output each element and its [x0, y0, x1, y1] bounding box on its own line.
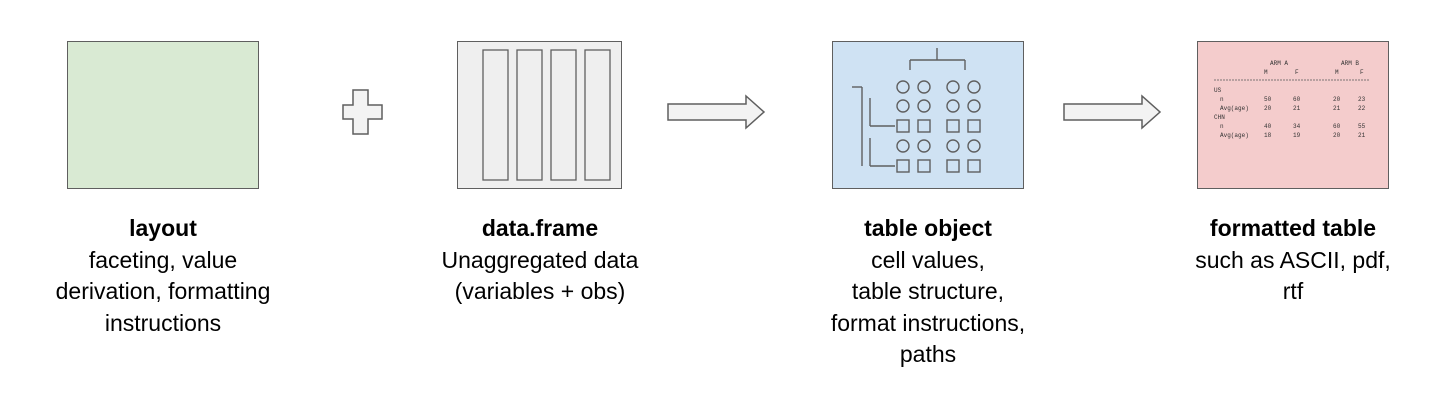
layout-box	[67, 41, 259, 189]
layout-line-1: faceting, value	[88, 246, 238, 273]
table-object-line-3: format instructions,	[830, 309, 1026, 336]
dataframe-caption: data.frame Unaggregated data (variables …	[400, 213, 680, 308]
layout-line-2: derivation, formatting	[55, 278, 271, 304]
formatted-table-caption: formatted table such as ASCII, pdf, rtf	[1153, 213, 1433, 308]
formatted-table-line-2: rtf	[1282, 278, 1304, 304]
table-object-line-1: cell values,	[871, 246, 985, 273]
table-object-line-4: paths	[899, 341, 957, 367]
dataframe-title: data.frame	[481, 215, 599, 241]
layout-caption: layout faceting, value derivation, forma…	[23, 213, 303, 339]
formatted-table-box	[1197, 41, 1389, 189]
layout-title: layout	[129, 215, 197, 241]
formatted-table-line-1: such as ASCII, pdf,	[1195, 246, 1391, 273]
table-object-title: table object	[864, 215, 992, 241]
table-object-caption: table object cell values, table structur…	[788, 213, 1068, 371]
dataframe-line-2: (variables + obs)	[454, 278, 626, 304]
table-object-line-2: table structure,	[851, 278, 1005, 304]
dataframe-line-1: Unaggregated data	[441, 246, 639, 273]
dataframe-box	[457, 41, 622, 189]
table-object-box	[832, 41, 1024, 189]
layout-line-3: instructions	[104, 309, 222, 336]
formatted-table-title: formatted table	[1209, 215, 1377, 241]
